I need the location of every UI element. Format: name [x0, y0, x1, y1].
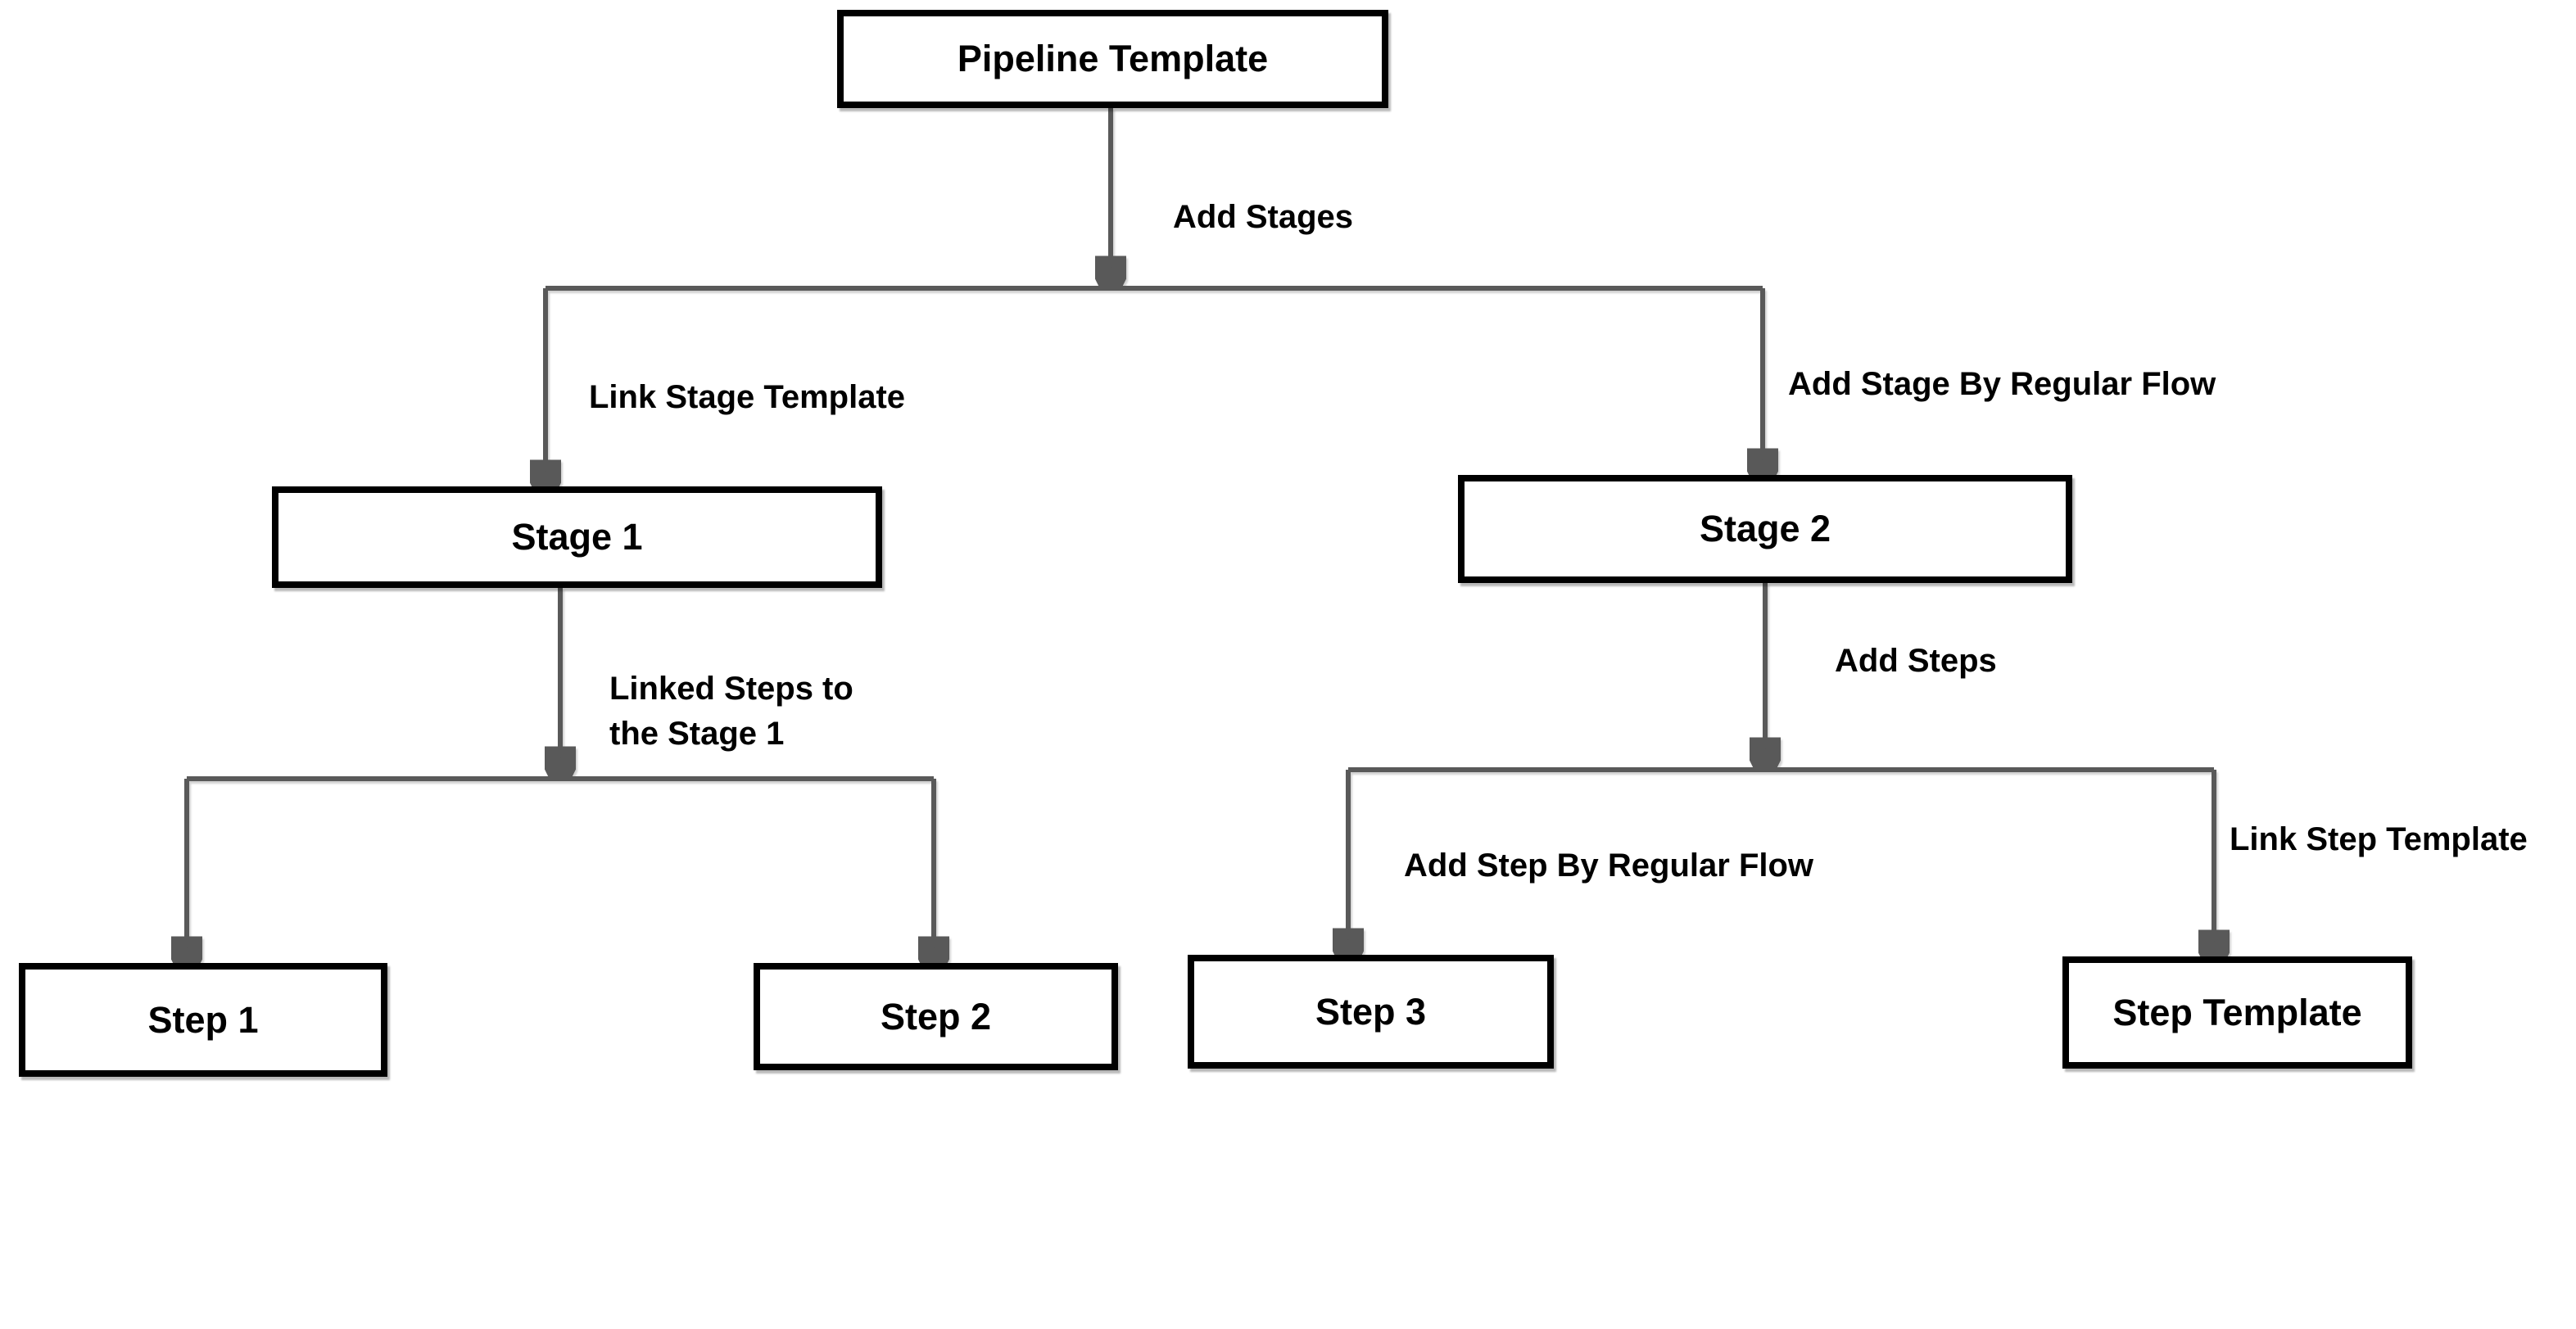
node-stage-1: Stage 1 — [272, 486, 882, 588]
node-step-3: Step 3 — [1188, 955, 1554, 1069]
edge-label-add-stage-by-regular-flow: Add Stage By Regular Flow — [1788, 366, 2216, 402]
node-pipeline-template: Pipeline Template — [837, 10, 1388, 108]
edge-label-add-stages: Add Stages — [1173, 199, 1354, 235]
edge-label-link-stage-template: Link Stage Template — [589, 379, 906, 415]
edge-label-linked-steps-to-the-stage-1: Linked Steps to the Stage 1 — [609, 671, 853, 752]
edge-label-add-steps: Add Steps — [1835, 643, 1997, 679]
edge-label-link-step-template: Link Step Template — [2230, 821, 2528, 857]
node-step-template: Step Template — [2062, 956, 2412, 1069]
edge-label-add-step-by-regular-flow: Add Step By Regular Flow — [1404, 848, 1814, 884]
node-stage-2: Stage 2 — [1458, 475, 2072, 583]
node-step-1: Step 1 — [19, 963, 387, 1077]
node-step-2: Step 2 — [754, 963, 1118, 1070]
